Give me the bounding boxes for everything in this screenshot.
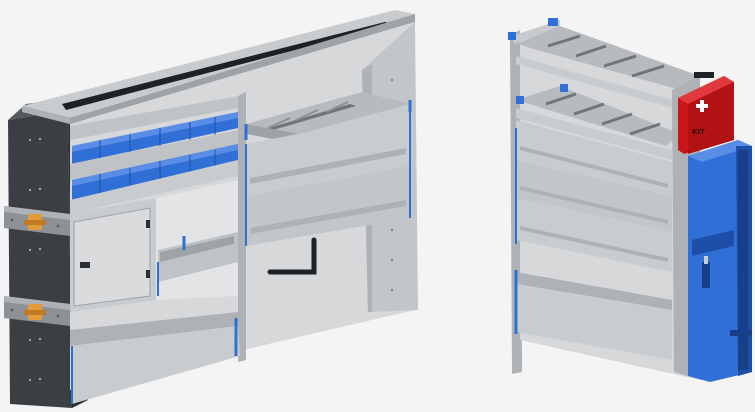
right-unit-top-shelf [516, 26, 700, 110]
small-tray-shelf [156, 180, 238, 300]
middle-upright [238, 92, 246, 362]
top-tray [22, 10, 415, 124]
cabinet [70, 198, 156, 312]
drawer-upper [245, 112, 411, 196]
right-unit-drawer-3 [515, 128, 672, 272]
right-unit-second-shelf [516, 84, 680, 160]
right-unit-drawer-2 [516, 160, 672, 232]
blue-shelf-lower [70, 130, 238, 214]
clamp-upper [24, 214, 46, 230]
left-shelving-unit [4, 10, 418, 408]
blue-tool-case [688, 140, 752, 382]
cabinet-handle [80, 262, 90, 268]
blue-shelf-upper [70, 96, 238, 164]
clamp-lower [24, 304, 46, 320]
bottom-shelf-left [70, 312, 240, 404]
right-unit-drawer-1 [516, 120, 672, 196]
first-aid-kit: KIT [678, 72, 734, 154]
tool-case-latch [702, 256, 710, 288]
first-aid-kit-label: KIT [692, 128, 705, 136]
drawer-lower [245, 166, 411, 246]
hook-handle [267, 237, 317, 275]
right-shelving-unit: KIT [508, 18, 752, 382]
right-unit-bottom-shelf [514, 270, 672, 360]
